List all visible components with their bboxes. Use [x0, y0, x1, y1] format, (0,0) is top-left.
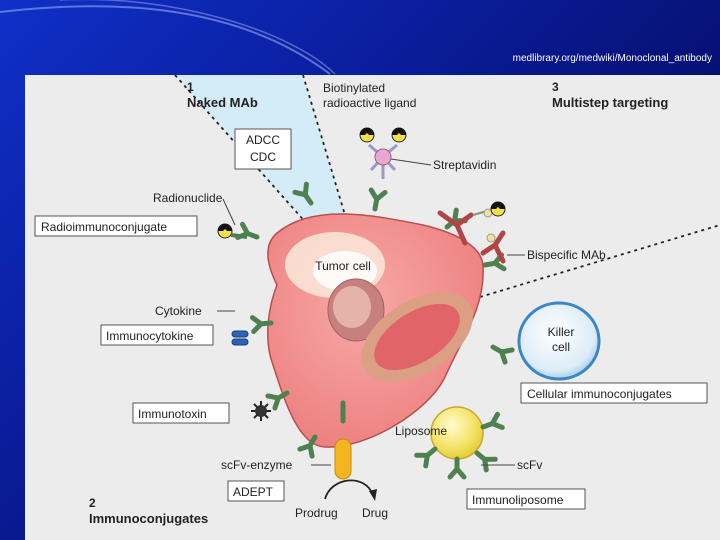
killer-cell-label-1: Killer	[548, 325, 575, 339]
effector-box	[234, 128, 292, 170]
antibody	[480, 411, 505, 430]
streptavidin-label: Streptavidin	[433, 158, 496, 172]
immunoconjugate-diagram: 1 Naked MAb 3 Multistep targeting 2 Immu…	[25, 75, 720, 540]
section-2-number: 2	[89, 496, 96, 510]
immunotoxin-icon	[251, 401, 271, 421]
effector-cdc: CDC	[250, 150, 276, 164]
antibody	[265, 390, 290, 411]
cellular-immunoconjugates-label: Cellular immunoconjugates	[527, 387, 672, 401]
immunotoxin-box	[132, 402, 230, 424]
leader-line	[222, 198, 236, 226]
prodrug-label: Prodrug	[295, 506, 338, 520]
radioimmunoconjugate-box	[34, 215, 198, 237]
conversion-arrow	[324, 479, 374, 500]
leader-line	[390, 158, 432, 166]
immunoliposome-label: Immunoliposome	[472, 493, 564, 507]
organelle-inner	[374, 303, 460, 371]
divider-line	[302, 75, 346, 216]
cytokine-label: Cytokine	[155, 304, 202, 318]
slide-swoosh	[0, 0, 336, 75]
killer-cell-label-2: cell	[552, 340, 570, 354]
liposome-label: Liposome	[395, 424, 447, 438]
section-3-title: Multistep targeting	[552, 95, 668, 110]
arrowhead	[369, 489, 377, 501]
adept-label: ADEPT	[233, 485, 274, 499]
streptavidin-complex	[357, 125, 407, 179]
biotinylated-label-1: Biotinylated	[323, 81, 385, 95]
antibody	[368, 187, 388, 212]
nucleus-inner	[333, 286, 371, 328]
immunoliposome-box	[466, 488, 586, 510]
section-2-title: Immunoconjugates	[89, 511, 208, 526]
drug-label: Drug	[362, 506, 388, 520]
antibody	[292, 181, 314, 206]
antibody	[490, 344, 515, 365]
bispecific-label: Bispecific MAb	[527, 248, 606, 262]
biotinylated-label-2: radioactive ligand	[323, 96, 416, 110]
section-1-number: 1	[187, 80, 194, 94]
bispecific-mab	[437, 199, 506, 264]
antibody	[297, 434, 318, 459]
immunocytokine-box	[100, 324, 214, 346]
scfv-enzyme-icon	[334, 438, 352, 480]
radionuclide-label: Radionuclide	[153, 191, 223, 205]
antibody	[447, 456, 467, 480]
antibody	[414, 446, 438, 469]
adept-box	[227, 480, 285, 502]
section-1-title: Naked MAb	[187, 95, 258, 110]
diagram-panel: 1 Naked MAb 3 Multistep targeting 2 Immu…	[25, 75, 720, 540]
scfv-label: scFv	[517, 458, 542, 472]
section-3-number: 3	[552, 80, 559, 94]
radioimmunoconjugate-label: Radioimmunoconjugate	[41, 220, 167, 234]
scfv-enzyme-label: scFv-enzyme	[221, 458, 293, 472]
antibody	[249, 315, 274, 335]
killer-cell	[517, 301, 601, 381]
source-url: medlibrary.org/medwiki/Monoclonal_antibo…	[512, 53, 712, 64]
cytokine-icon	[231, 330, 249, 346]
effector-adcc: ADCC	[246, 133, 280, 147]
antibody	[230, 233, 248, 239]
immunotoxin-label: Immunotoxin	[138, 407, 207, 421]
immunocytokine-label: Immunocytokine	[106, 329, 194, 343]
cellular-immunoconjugates-box	[520, 382, 708, 404]
tumor-cell-label: Tumor cell	[315, 259, 371, 273]
